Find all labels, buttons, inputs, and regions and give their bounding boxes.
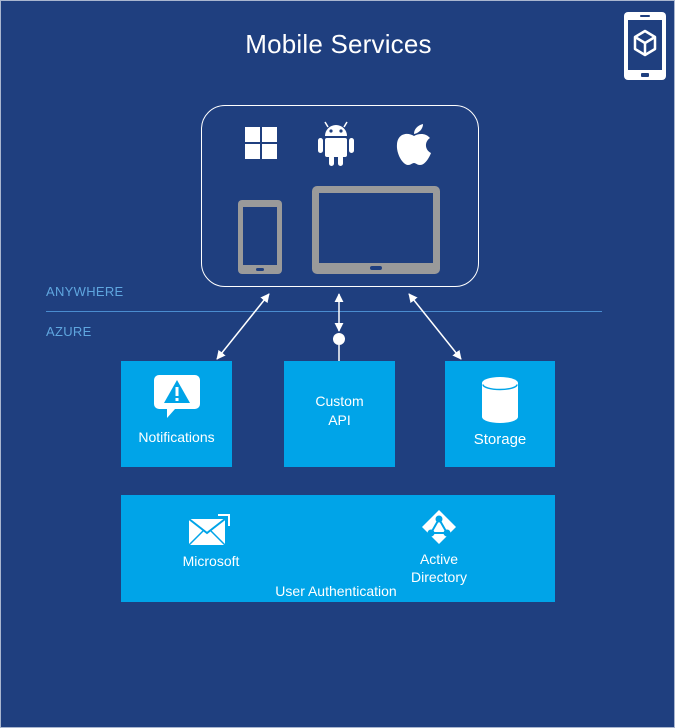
- directory-icon: [422, 510, 456, 544]
- user-authentication-label: User Authentication: [275, 583, 397, 599]
- apple-icon: [396, 124, 431, 165]
- custom-api-endpoint: [333, 333, 345, 345]
- connector-storage: [408, 293, 462, 360]
- active-directory-label: Active Directory: [410, 551, 467, 585]
- android-icon: [318, 121, 354, 166]
- zone-label-azure: AZURE: [46, 324, 92, 339]
- windows-icon: [245, 127, 277, 159]
- custom-api-tile: [284, 361, 395, 467]
- database-icon: [482, 377, 518, 423]
- custom-api-label: Custom API: [315, 393, 364, 428]
- microsoft-label: Microsoft: [182, 553, 240, 569]
- client-devices-group: [201, 105, 479, 287]
- diagram-title: Mobile Services: [245, 29, 432, 59]
- storage-label: Storage: [473, 431, 527, 448]
- phone-icon: [238, 200, 282, 274]
- mobile-device-cube-icon: [624, 12, 666, 80]
- zone-divider: [46, 311, 602, 312]
- connector-notifications: [216, 293, 270, 360]
- user-authentication-tile: [121, 495, 555, 602]
- tablet-icon: [312, 186, 440, 274]
- zone-label-anywhere: ANYWHERE: [46, 284, 124, 299]
- notifications-label: Notifications: [138, 429, 215, 445]
- mail-icon: [188, 514, 230, 546]
- warning-icon: [154, 375, 200, 418]
